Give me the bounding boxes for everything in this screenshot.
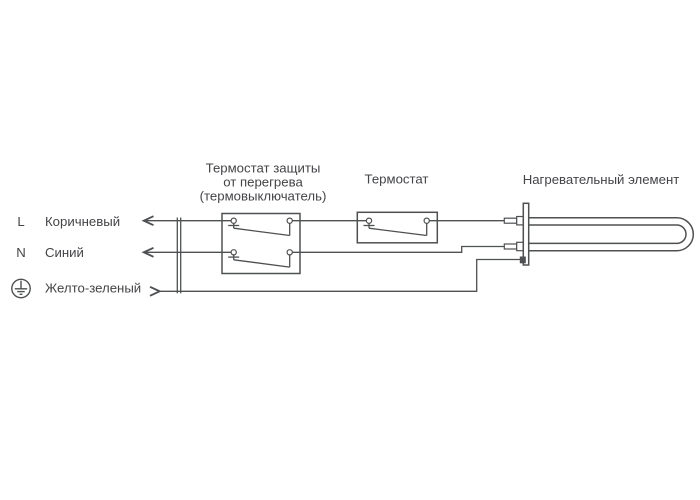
overheat-thermostat-box: [221, 212, 301, 275]
overheat-thermostat: [221, 212, 301, 275]
thermostat-label: Термостат: [365, 172, 429, 187]
arrow-right-icon: [149, 285, 162, 297]
arrow-left-icon: [141, 215, 154, 227]
diagram-linework: [11, 202, 695, 299]
arrow-left-icon: [141, 246, 154, 258]
heating-element: [503, 202, 695, 266]
protective-earth-icon: [11, 278, 31, 299]
overheat-thermostat-label: Термостат защиты от перегрева (термовыкл…: [200, 161, 327, 204]
terminal-n-code: N: [16, 245, 26, 260]
heater-flange: [522, 202, 530, 266]
thermostat: [356, 211, 439, 244]
terminal-pe-color-label: Желто-зеленый: [45, 281, 141, 296]
switch-contact: [363, 217, 430, 237]
heating-element-label: Нагревательный элемент: [523, 172, 680, 187]
switch-contact-l: [228, 217, 293, 237]
cable-marker: [176, 217, 182, 294]
overheat-thermostat-label-line3: (термовыключатель): [200, 189, 327, 204]
thermostat-box: [356, 211, 439, 244]
diagram-labels: L Коричневый N Синий Желто-зеленый Термо…: [16, 161, 679, 296]
terminal-l-color-label: Коричневый: [45, 214, 120, 229]
heater-pin-bottom: [503, 241, 524, 252]
n-wire: [292, 245, 505, 253]
switch-contact-n: [228, 249, 293, 268]
terminal-l-code: L: [17, 214, 24, 229]
overheat-thermostat-label-line2: от перегрева: [223, 175, 303, 190]
heater-tube: [528, 216, 695, 252]
terminal-n-color-label: Синий: [45, 245, 84, 260]
heater-pin-top: [503, 215, 524, 226]
pe-wire: [160, 258, 521, 292]
heater-ground-lug: [519, 256, 526, 264]
overheat-thermostat-label-line1: Термостат защиты: [206, 161, 321, 176]
